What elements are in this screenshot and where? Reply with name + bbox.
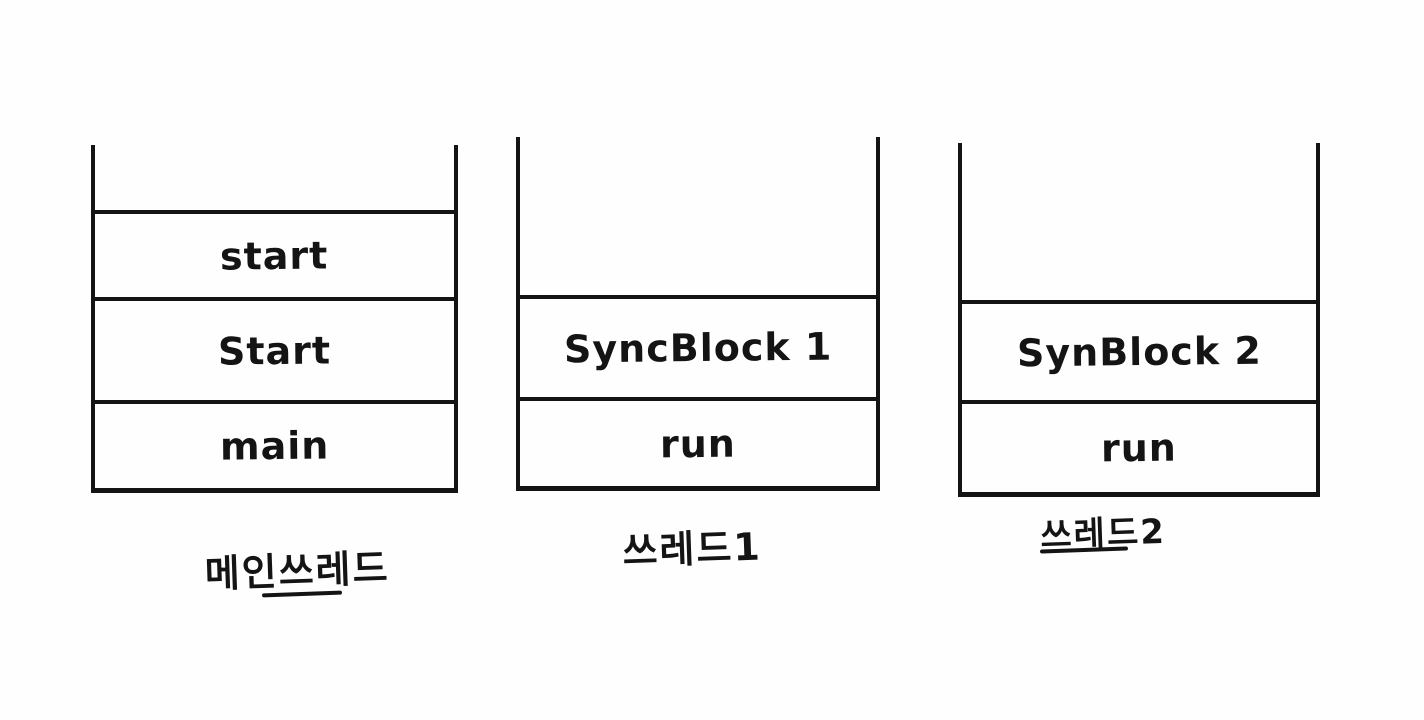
stack-frame: start <box>95 210 454 297</box>
stack-frame: SyncBlock 1 <box>520 295 876 397</box>
thread1-stack: SyncBlock 1 run <box>516 137 880 491</box>
stack-frame-label: SynBlock 2 <box>1016 328 1262 376</box>
stack-frame-label: run <box>1100 425 1178 471</box>
thread2-stack: SynBlock 2 run <box>958 143 1320 497</box>
stack-frame: main <box>95 400 454 488</box>
stack-frame-label: SyncBlock 1 <box>563 324 833 372</box>
empty-stack-slot <box>95 145 454 210</box>
stack-frame-label: Start <box>217 327 332 374</box>
empty-stack-slot <box>962 143 1316 300</box>
stack-frame: Start <box>95 297 454 400</box>
stack-frame: SynBlock 2 <box>962 300 1316 400</box>
stack-frame-label: main <box>219 423 330 469</box>
empty-stack-slot <box>520 137 876 295</box>
stack-frame: run <box>520 397 876 486</box>
stack-frame-label: start <box>220 232 329 279</box>
main-thread-stack: start Start main <box>91 145 458 493</box>
stack-frame: run <box>962 400 1316 492</box>
main-thread-label: 메인쓰레드 <box>204 545 391 597</box>
stack-frame-label: run <box>659 421 737 466</box>
thread1-label: 쓰레드1 <box>621 524 763 574</box>
